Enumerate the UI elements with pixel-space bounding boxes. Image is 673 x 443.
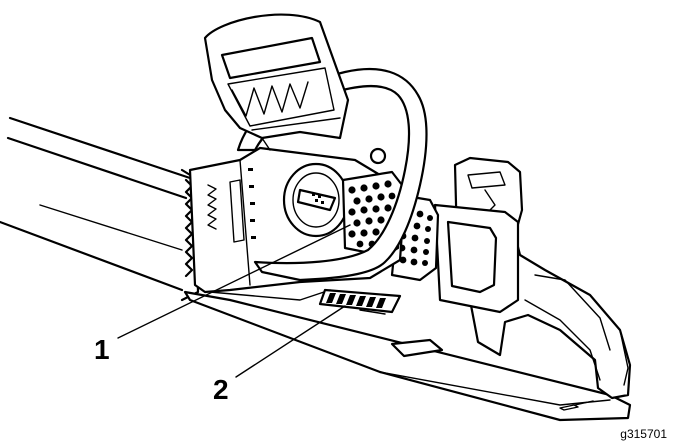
battery-window — [433, 203, 520, 314]
callout-1-leader — [117, 224, 351, 339]
callout-2-leader — [235, 305, 346, 378]
guide-bar — [0, 116, 200, 302]
lower-body — [183, 290, 632, 422]
hand-guard — [203, 13, 350, 151]
callout-1-label: 1 — [94, 334, 110, 365]
motor-vents — [318, 288, 402, 315]
figure-id: g315701 — [620, 427, 667, 441]
lock-tab — [390, 338, 444, 358]
callout-2-label: 2 — [213, 374, 229, 405]
